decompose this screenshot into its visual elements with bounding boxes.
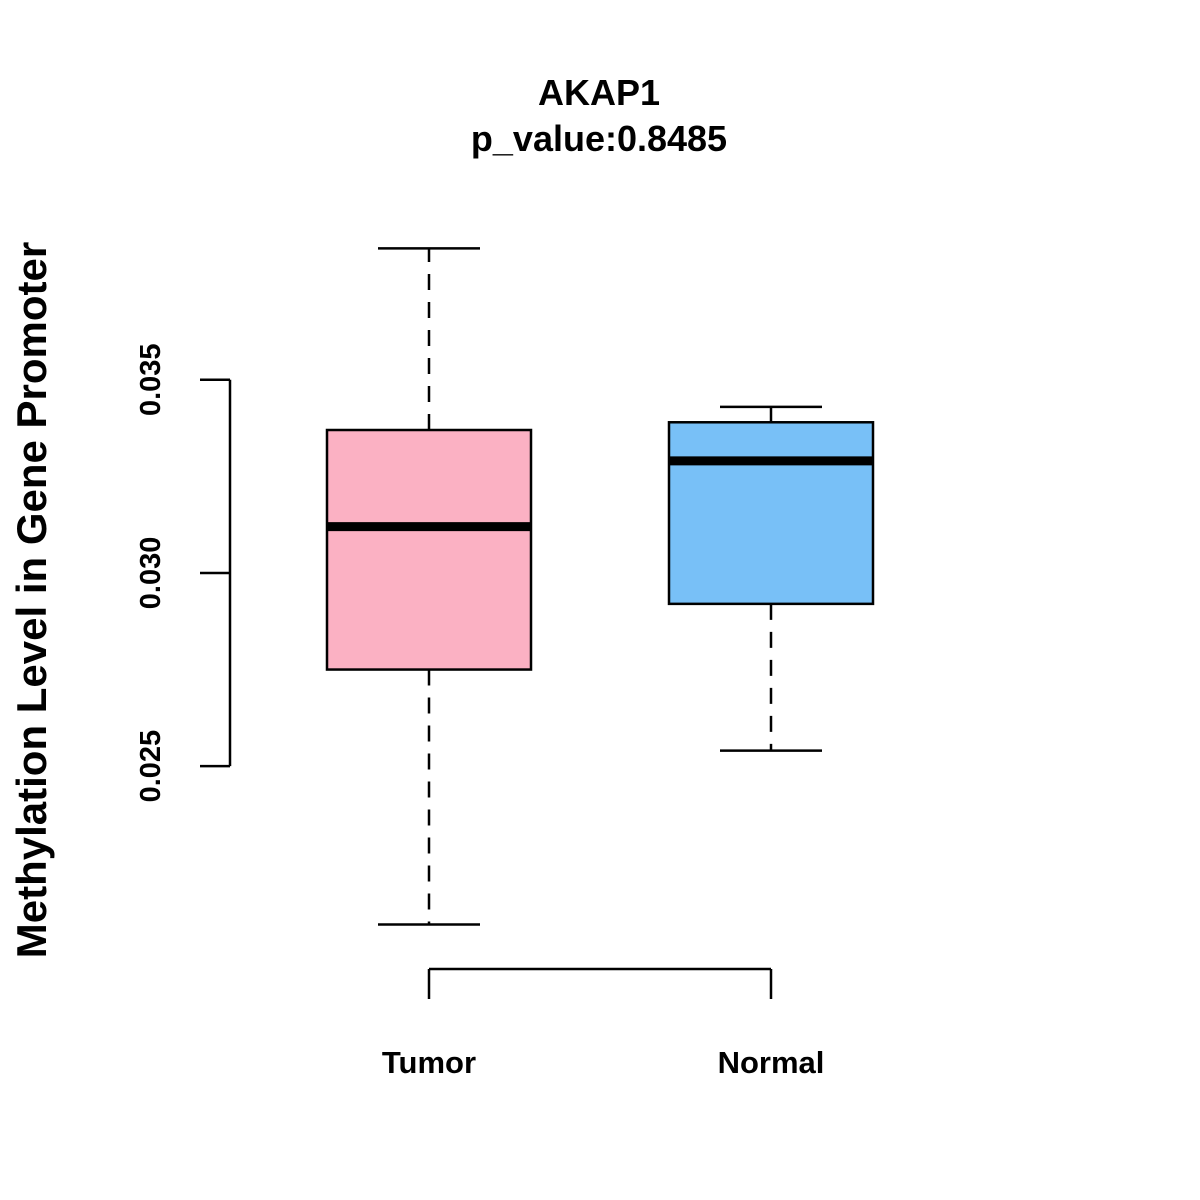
boxes — [325, 247, 875, 926]
y-tick-label: 0.025 — [135, 730, 167, 803]
chart-title: AKAP1 — [538, 72, 660, 113]
y-axis: 0.025 0.030 0.035 — [135, 343, 232, 803]
y-tick-label: 0.030 — [135, 537, 167, 610]
y-tick-label: 0.035 — [135, 343, 167, 416]
iqr-box — [667, 421, 875, 606]
iqr-box — [325, 428, 533, 671]
x-tick-label: Tumor — [382, 1045, 476, 1080]
box-normal — [667, 405, 875, 752]
chart-subtitle: p_value:0.8485 — [471, 118, 727, 159]
x-tick-label: Normal — [718, 1045, 825, 1080]
box-tumor — [325, 247, 533, 926]
x-axis: Tumor Normal — [382, 967, 825, 1080]
y-axis-label: Methylation Level in Gene Promoter — [8, 242, 55, 958]
